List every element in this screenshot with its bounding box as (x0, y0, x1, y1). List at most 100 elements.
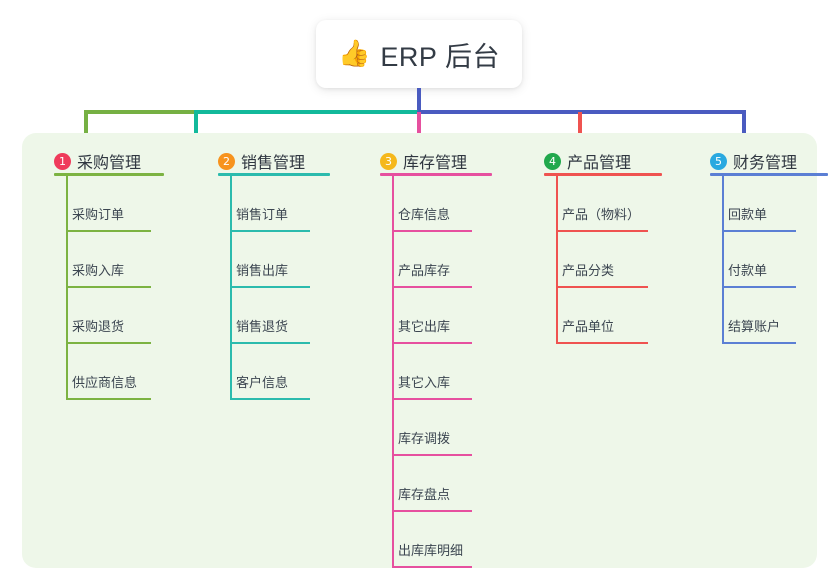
column-title: 库存管理 (403, 155, 468, 172)
drop-connector-col5 (742, 110, 746, 148)
list-item-label: 产品（物料） (562, 207, 641, 222)
list-item-label: 回款单 (728, 207, 768, 222)
column-items: 回款单付款单结算账户 (692, 176, 832, 344)
column-number-badge: 2 (218, 152, 235, 170)
list-item-underline (66, 286, 151, 288)
column-header-2[interactable]: 2 销售管理 (200, 146, 350, 176)
list-item[interactable]: 采购订单 (36, 176, 186, 232)
list-item-label: 供应商信息 (72, 375, 138, 390)
item-stem-connector (230, 288, 232, 344)
list-item-underline (66, 398, 151, 400)
list-item[interactable]: 库存调拨 (362, 400, 512, 456)
item-stem-connector (392, 344, 394, 400)
list-item-label: 其它出库 (398, 319, 451, 334)
list-item-underline (556, 342, 648, 344)
list-item[interactable]: 其它入库 (362, 344, 512, 400)
column-number-badge: 4 (544, 152, 561, 170)
list-item-underline (556, 286, 648, 288)
item-stem-connector (392, 288, 394, 344)
list-item-label: 产品单位 (562, 319, 615, 334)
content-panel (22, 133, 817, 568)
drop-connector-col3 (417, 112, 421, 148)
list-item-label: 其它入库 (398, 375, 451, 390)
list-item[interactable]: 客户信息 (200, 344, 350, 400)
list-item[interactable]: 供应商信息 (36, 344, 186, 400)
list-item[interactable]: 其它出库 (362, 288, 512, 344)
item-stem-connector (230, 344, 232, 400)
list-item[interactable]: 结算账户 (692, 288, 832, 344)
item-stem-connector (392, 512, 394, 568)
list-item-underline (392, 230, 472, 232)
item-stem-connector (66, 232, 68, 288)
list-item[interactable]: 采购退货 (36, 288, 186, 344)
list-item-underline (66, 342, 151, 344)
list-item[interactable]: 销售出库 (200, 232, 350, 288)
list-item-underline (556, 230, 648, 232)
thumbs-up-icon: 👍 (338, 38, 371, 68)
list-item-underline (392, 510, 472, 512)
column-title: 销售管理 (241, 155, 306, 172)
list-item-underline (722, 286, 796, 288)
column-2: 2 销售管理销售订单销售出库销售退货客户信息 (200, 146, 350, 400)
column-header-underline (544, 173, 662, 176)
column-header-underline (380, 173, 492, 176)
list-item-underline (722, 230, 796, 232)
list-item-label: 客户信息 (236, 375, 289, 390)
list-item-label: 库存盘点 (398, 487, 451, 502)
list-item[interactable]: 仓库信息 (362, 176, 512, 232)
drop-connector-col1 (84, 110, 88, 148)
bus-segment-green (84, 110, 196, 114)
list-item-underline (392, 286, 472, 288)
item-stem-connector (392, 176, 394, 232)
column-items: 产品（物料） 产品分类产品单位 (526, 176, 686, 344)
item-stem-connector (556, 288, 558, 344)
column-header-underline (54, 173, 164, 176)
list-item[interactable]: 产品单位 (526, 288, 686, 344)
column-items: 销售订单销售出库销售退货客户信息 (200, 176, 350, 400)
item-stem-connector (722, 288, 724, 344)
bus-segment-teal (194, 110, 419, 114)
item-stem-connector (392, 400, 394, 456)
list-item[interactable]: 出库库明细 (362, 512, 512, 568)
list-item-label: 库存调拨 (398, 431, 451, 446)
list-item-label: 销售退货 (236, 319, 289, 334)
list-item[interactable]: 库存盘点 (362, 456, 512, 512)
column-items: 仓库信息产品库存其它出库其它入库库存调拨库存盘点出库库明细 (362, 176, 512, 568)
list-item[interactable]: 产品库存 (362, 232, 512, 288)
item-stem-connector (392, 456, 394, 512)
root-node-title: ERP 后台 (380, 41, 500, 72)
column-items: 采购订单采购入库采购退货供应商信息 (36, 176, 186, 400)
list-item[interactable]: 回款单 (692, 176, 832, 232)
column-title: 财务管理 (733, 155, 798, 172)
list-item-underline (230, 398, 310, 400)
list-item[interactable]: 产品（物料） (526, 176, 686, 232)
list-item-label: 销售订单 (236, 207, 289, 222)
item-stem-connector (230, 232, 232, 288)
list-item-label: 销售出库 (236, 263, 289, 278)
list-item[interactable]: 销售退货 (200, 288, 350, 344)
root-node-card[interactable]: 👍 ERP 后台 (316, 20, 522, 88)
item-stem-connector (722, 176, 724, 232)
list-item[interactable]: 产品分类 (526, 232, 686, 288)
item-stem-connector (722, 232, 724, 288)
list-item-label: 采购订单 (72, 207, 125, 222)
list-item-label: 产品分类 (562, 263, 615, 278)
list-item-underline (230, 342, 310, 344)
list-item-underline (392, 454, 472, 456)
list-item-underline (230, 286, 310, 288)
list-item[interactable]: 销售订单 (200, 176, 350, 232)
list-item[interactable]: 付款单 (692, 232, 832, 288)
list-item-label: 采购入库 (72, 263, 125, 278)
list-item-label: 产品库存 (398, 263, 451, 278)
item-stem-connector (66, 176, 68, 232)
list-item[interactable]: 采购入库 (36, 232, 186, 288)
list-item-underline (392, 342, 472, 344)
item-stem-connector (556, 232, 558, 288)
